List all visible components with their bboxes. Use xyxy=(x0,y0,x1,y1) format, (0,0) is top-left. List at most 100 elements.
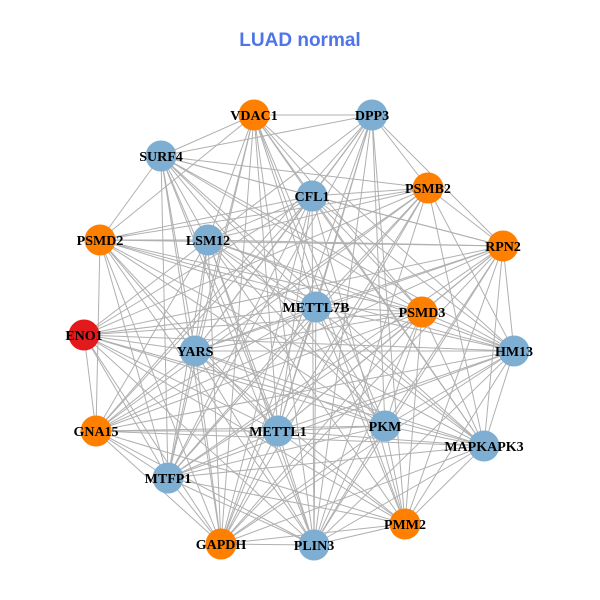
edge-PSMD3-GNA15 xyxy=(95,311,423,432)
edge-DPP3-MTFP1 xyxy=(167,114,373,479)
node-label: PKM xyxy=(369,420,402,435)
edge-YARS-PMM2 xyxy=(194,350,406,525)
edge-YARS-GAPDH xyxy=(194,350,222,545)
node-circle xyxy=(192,224,224,256)
edge-YARS-GNA15 xyxy=(95,350,196,432)
edge-YARS-PLIN3 xyxy=(194,350,315,546)
node-label: SURF4 xyxy=(139,150,183,165)
node-label: HM13 xyxy=(495,345,533,360)
node-PKM[interactable]: PKM xyxy=(369,410,402,442)
edge-CFL1-METTL1 xyxy=(277,195,313,432)
node-PMM2[interactable]: PMM2 xyxy=(384,508,426,540)
node-YARS[interactable]: YARS xyxy=(177,335,214,367)
node-PSMD2[interactable]: PSMD2 xyxy=(77,224,124,256)
node-MTFP1[interactable]: MTFP1 xyxy=(145,462,192,494)
edge-PKM-PMM2 xyxy=(384,425,406,525)
node-label: LSM12 xyxy=(186,234,230,249)
edge-RPN2-PLIN3 xyxy=(313,245,504,546)
edge-METTL7B-PKM xyxy=(315,306,386,427)
node-label: ENO1 xyxy=(65,329,102,344)
node-label: YARS xyxy=(177,345,214,360)
node-label: PMM2 xyxy=(384,518,426,533)
edge-LSM12-HM13 xyxy=(207,239,515,352)
edge-HM13-MAPKAPK3 xyxy=(483,350,515,447)
edge-PSMD3-HM13 xyxy=(421,311,515,352)
node-METTL1[interactable]: METTL1 xyxy=(249,415,307,447)
edge-DPP3-LSM12 xyxy=(207,114,373,241)
node-label: METTL7B xyxy=(283,301,350,316)
edge-SURF4-PKM xyxy=(160,155,386,427)
node-label: PSMB2 xyxy=(405,182,451,197)
node-GNA15[interactable]: GNA15 xyxy=(73,415,119,447)
edge-ENO1-YARS xyxy=(83,334,196,352)
node-label: MAPKAPK3 xyxy=(444,440,523,455)
edge-VDAC1-SURF4 xyxy=(160,114,255,157)
node-circle xyxy=(296,180,328,212)
node-LSM12[interactable]: LSM12 xyxy=(186,224,230,256)
edge-LSM12-GAPDH xyxy=(207,239,222,545)
node-circle xyxy=(84,224,116,256)
node-label: VDAC1 xyxy=(230,109,277,124)
node-label: DPP3 xyxy=(355,109,389,124)
node-DPP3[interactable]: DPP3 xyxy=(355,99,389,131)
node-MAPKAPK3[interactable]: MAPKAPK3 xyxy=(444,430,524,462)
edge-CFL1-PSMD3 xyxy=(311,195,423,313)
edge-MAPKAPK3-MTFP1 xyxy=(167,445,485,479)
node-RPN2[interactable]: RPN2 xyxy=(485,230,521,262)
edge-DPP3-GNA15 xyxy=(95,114,373,432)
edge-ENO1-MAPKAPK3 xyxy=(83,334,485,447)
node-VDAC1[interactable]: VDAC1 xyxy=(230,99,278,131)
edge-SURF4-LSM12 xyxy=(160,155,209,241)
edge-PSMB2-RPN2 xyxy=(427,187,504,247)
edge-METTL7B-MAPKAPK3 xyxy=(315,306,485,447)
node-GAPDH[interactable]: GAPDH xyxy=(196,528,247,560)
edge-GNA15-PLIN3 xyxy=(95,430,315,546)
edge-LSM12-YARS xyxy=(194,239,209,352)
node-circle xyxy=(389,508,421,540)
edge-CFL1-GNA15 xyxy=(95,195,313,432)
node-circle xyxy=(205,528,237,560)
edge-SURF4-PSMB2 xyxy=(160,155,429,189)
node-PSMD3[interactable]: PSMD3 xyxy=(399,296,446,328)
node-label: PSMD2 xyxy=(77,234,124,249)
node-HM13[interactable]: HM13 xyxy=(495,335,533,367)
edge-RPN2-GAPDH xyxy=(220,245,504,545)
edge-SURF4-METTL7B xyxy=(160,155,317,308)
node-METTL7B[interactable]: METTL7B xyxy=(283,291,350,323)
edge-SURF4-MTFP1 xyxy=(160,155,169,479)
edge-PSMD2-PSMD3 xyxy=(99,239,423,313)
edge-PSMD3-METTL1 xyxy=(277,311,423,432)
edges-layer xyxy=(83,114,515,546)
node-PLIN3[interactable]: PLIN3 xyxy=(294,529,334,561)
edge-METTL7B-MTFP1 xyxy=(167,306,317,479)
node-SURF4[interactable]: SURF4 xyxy=(139,140,183,172)
node-label: PLIN3 xyxy=(294,539,334,554)
edge-CFL1-PLIN3 xyxy=(311,195,315,546)
node-circle xyxy=(468,430,500,462)
edge-PSMD2-METTL1 xyxy=(99,239,279,432)
edge-CFL1-GAPDH xyxy=(220,195,313,545)
node-circle xyxy=(298,529,330,561)
edge-LSM12-GNA15 xyxy=(95,239,209,432)
node-CFL1[interactable]: CFL1 xyxy=(295,180,330,212)
node-label: PSMD3 xyxy=(399,306,446,321)
node-label: GNA15 xyxy=(73,425,118,440)
edge-PSMB2-HM13 xyxy=(427,187,515,352)
edge-ENO1-PKM xyxy=(83,334,386,427)
edge-RPN2-ENO1 xyxy=(83,245,504,336)
node-ENO1[interactable]: ENO1 xyxy=(65,319,103,351)
node-PSMB2[interactable]: PSMB2 xyxy=(405,172,451,204)
edge-RPN2-PMM2 xyxy=(404,245,504,525)
edge-ENO1-GNA15 xyxy=(83,334,97,432)
edge-YARS-METTL1 xyxy=(194,350,279,432)
edge-METTL7B-PLIN3 xyxy=(313,306,317,546)
node-circle xyxy=(179,335,211,367)
node-circle xyxy=(68,319,100,351)
edge-PSMB2-PSMD2 xyxy=(99,187,429,241)
edge-LSM12-RPN2 xyxy=(207,239,504,247)
edge-RPN2-HM13 xyxy=(502,245,515,352)
edge-YARS-PKM xyxy=(194,350,386,427)
edge-PSMB2-METTL7B xyxy=(315,187,429,308)
node-label: METTL1 xyxy=(249,425,307,440)
edge-LSM12-METTL7B xyxy=(207,239,317,308)
